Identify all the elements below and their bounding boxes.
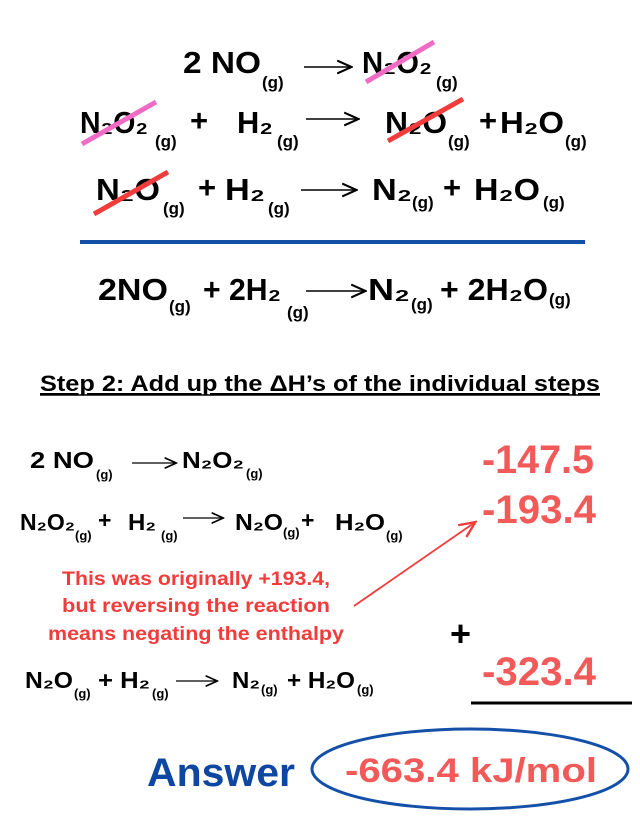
state-label: (g) xyxy=(448,132,470,151)
state-label: (g) xyxy=(246,466,263,481)
cancel-strike xyxy=(364,39,436,85)
enthalpy-step-3: -323.4 xyxy=(482,650,597,694)
note-line: This was originally +193.4, xyxy=(62,569,330,590)
product: H₂O xyxy=(474,172,540,207)
top-equation-1: 2 NO (g) N₂O₂ (g) xyxy=(183,39,458,92)
plus-sign: + xyxy=(450,613,471,654)
reactant: N₂O xyxy=(25,667,73,693)
state-label: (g) xyxy=(277,132,299,151)
top-equation-2: N₂O₂ (g) + H₂ (g) N₂O (g) + H₂O (g) xyxy=(80,96,587,151)
cancel-strike xyxy=(92,169,170,217)
state-label: (g) xyxy=(283,525,300,540)
reactant: N₂O xyxy=(96,172,160,207)
state-label: (g) xyxy=(357,682,374,697)
step-equation-3: N₂O (g) + H₂ (g) N₂ (g) + H₂O (g) xyxy=(25,667,374,701)
product: H₂O xyxy=(335,509,385,535)
cancel-strike xyxy=(386,96,465,144)
plus: + xyxy=(98,507,111,533)
product: + H₂O xyxy=(287,667,355,693)
state-label: (g) xyxy=(412,193,434,212)
state-label: (g) xyxy=(152,686,169,701)
reactant: N₂O₂ xyxy=(20,509,75,535)
product: N₂ xyxy=(368,272,410,307)
answer-label: Answer xyxy=(147,751,295,795)
state-label: (g) xyxy=(161,528,178,543)
state-label: (g) xyxy=(565,132,587,151)
product: N₂O₂ xyxy=(182,447,244,473)
step2-heading: Step 2: Add up the ΔH’s of the individua… xyxy=(40,371,600,396)
product: H₂O xyxy=(500,105,564,140)
state-label: (g) xyxy=(386,528,403,543)
state-label: (g) xyxy=(549,290,571,309)
plus: + xyxy=(301,507,314,533)
reactant: + H₂ xyxy=(98,667,150,693)
product: N₂ xyxy=(232,667,260,693)
reactant: 2 NO xyxy=(30,447,94,473)
state-label: (g) xyxy=(163,199,185,218)
cancel-strike xyxy=(80,99,158,147)
plus: + xyxy=(198,170,216,205)
step-equation-1: 2 NO (g) N₂O₂ (g) xyxy=(30,447,263,482)
note-line: means negating the enthalpy xyxy=(48,624,344,645)
reactant: 2NO xyxy=(98,272,168,307)
answer-ellipse xyxy=(310,727,630,811)
top-equation-3: N₂O (g) + H₂ (g) N₂ (g) + H₂O (g) xyxy=(92,169,565,218)
plus: + xyxy=(443,170,461,205)
state-label: (g) xyxy=(155,132,177,151)
reactant: 2 NO xyxy=(183,45,261,80)
step-equation-2: N₂O₂ (g) + H₂ (g) N₂O (g) + H₂O (g) xyxy=(20,507,403,543)
state-label: (g) xyxy=(411,295,433,314)
state-label: (g) xyxy=(261,682,278,697)
enthalpy-step-2: -193.4 xyxy=(482,488,597,532)
reactant: + 2H₂ xyxy=(203,272,281,307)
state-label: (g) xyxy=(287,303,309,322)
reactant: H₂ xyxy=(225,172,265,207)
plus: + xyxy=(479,103,497,138)
note-arrow xyxy=(353,523,474,607)
enthalpy-step-1: -147.5 xyxy=(482,438,594,482)
plus: + xyxy=(190,103,208,138)
net-equation: 2NO (g) + 2H₂ (g) N₂ (g) + 2H₂O (g) xyxy=(98,272,571,322)
reactant: H₂ xyxy=(237,105,273,140)
note-line: but reversing the reaction xyxy=(62,596,330,617)
reactant: H₂ xyxy=(128,509,156,535)
state-label: (g) xyxy=(262,73,284,92)
answer-value: -663.4 kJ/mol xyxy=(345,752,597,790)
state-label: (g) xyxy=(436,73,458,92)
state-label: (g) xyxy=(75,528,92,543)
state-label: (g) xyxy=(169,297,191,316)
state-label: (g) xyxy=(543,193,565,212)
reversal-note: This was originally +193.4, but reversin… xyxy=(48,569,344,645)
product: N₂ xyxy=(372,172,412,207)
product: N₂O xyxy=(235,509,283,535)
state-label: (g) xyxy=(268,199,290,218)
state-label: (g) xyxy=(74,686,91,701)
state-label: (g) xyxy=(96,467,113,482)
product: + 2H₂O xyxy=(440,272,548,307)
